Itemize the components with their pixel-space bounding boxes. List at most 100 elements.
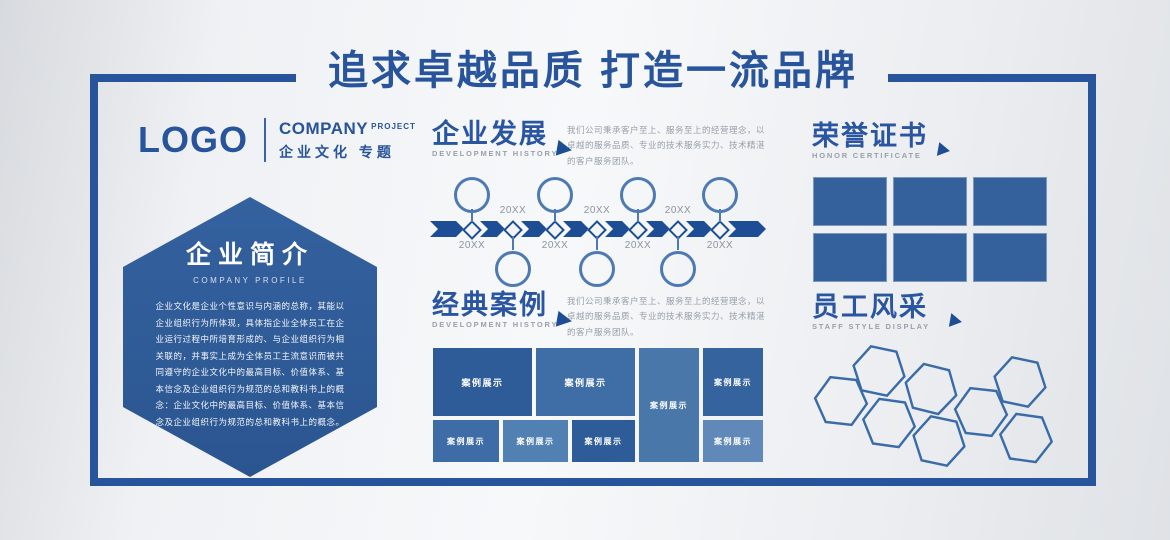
timeline-year-label: 20XX: [541, 240, 569, 251]
timeline-photo-circle: [579, 251, 615, 287]
timeline-arrow-segment: [646, 221, 670, 237]
staff-hexagon-cluster: [813, 344, 1054, 468]
profile-body-text: 企业文化是企业个性意识与内涵的总称，其能以企业组织行为所体现，具体指企业全体员工…: [155, 301, 345, 427]
banner-title: 追求卓越品质 打造一流品牌: [327, 49, 859, 93]
timeline-year-label: 20XX: [624, 240, 652, 251]
brand-project-en: PROJECT: [371, 121, 416, 131]
honor-section-heading: 荣誉证书 HONOR CERTIFICATE: [812, 121, 928, 161]
case-tile: 案例展示: [536, 348, 635, 416]
timeline-photo-circle: [620, 177, 656, 213]
arrow-right-icon: [936, 142, 952, 158]
timeline-photo-circle: [660, 251, 696, 287]
staff-hexagon-frame: [904, 362, 958, 416]
staff-hexagon-frame: [852, 344, 906, 398]
case-tile: 案例展示: [433, 420, 499, 462]
brand-divider: [264, 118, 266, 162]
timeline-arrow-segment: [430, 221, 464, 237]
honor-heading-cn: 荣誉证书: [812, 121, 928, 151]
cases-heading-cn: 经典案例: [432, 290, 548, 320]
brand-tagline-cn: 企业文化 专题: [279, 143, 395, 160]
certificate-placeholder: [973, 177, 1047, 226]
timeline-stem: [512, 236, 514, 250]
cases-heading-en: DEVELOPMENT HISTORY: [432, 320, 559, 330]
timeline-node-diamond: [462, 220, 482, 240]
timeline-arrow-segment: [480, 221, 505, 237]
timeline-stem: [637, 209, 639, 222]
development-heading-en: DEVELOPMENT HISTORY: [432, 149, 559, 159]
profile-heading: 企业简介: [185, 241, 314, 269]
development-description: 我们公司秉承客户至上、服务至上的经营理念，以卓越的服务品质、专业的技术服务实力、…: [567, 125, 766, 166]
staff-hexagon-frame: [912, 414, 966, 468]
timeline-photo-circle: [495, 251, 531, 287]
staff-hexagon-frame: [953, 386, 1009, 438]
cases-section-heading: 经典案例 DEVELOPMENT HISTORY: [432, 290, 559, 330]
case-tile-label: 案例展示: [650, 400, 688, 410]
timeline-year-label: 20XX: [499, 205, 527, 216]
arrow-right-icon: [948, 313, 964, 329]
timeline-arrow-segment: [521, 221, 547, 237]
timeline-year-label: 20XX: [458, 240, 486, 251]
timeline-stem: [719, 209, 721, 222]
timeline-photo-circle: [454, 177, 490, 213]
cases-description: 我们公司秉承客户至上、服务至上的经营理念，以卓越的服务品质、专业的技术服务实力、…: [567, 296, 766, 337]
case-tile-label: 案例展示: [447, 436, 485, 446]
timeline-node-diamond: [710, 220, 730, 240]
staff-hexagon-frame: [998, 412, 1054, 464]
timeline-stem: [596, 236, 598, 250]
development-section-heading: 企业发展 DEVELOPMENT HISTORY: [432, 120, 559, 159]
frame-border-right: [1088, 74, 1096, 486]
brand-company-en: COMPANY: [279, 118, 369, 138]
case-tile-label: 案例展示: [714, 436, 752, 446]
timeline-node-diamond: [628, 220, 648, 240]
timeline-year-label: 20XX: [583, 205, 611, 216]
case-tile-label: 案例展示: [461, 377, 504, 388]
staff-heading-en: STAFF STYLE DISPLAY: [812, 322, 930, 332]
certificate-placeholder: [813, 233, 887, 282]
certificate-grid: [813, 177, 1047, 282]
case-tile-label: 案例展示: [584, 436, 623, 446]
frame-border-top-left-segment: [90, 74, 296, 82]
certificate-placeholder: [893, 233, 967, 282]
case-display-grid: 案例展示案例展示案例展示案例展示案例展示案例展示案例展示案例展示: [433, 348, 763, 462]
staff-heading-cn: 员工风采: [812, 292, 928, 322]
case-tile: 案例展示: [703, 348, 763, 416]
case-tile-label: 案例展示: [516, 436, 555, 446]
case-tile: 案例展示: [503, 420, 568, 462]
timeline-arrow-segment: [686, 221, 712, 237]
logo-text: LOGO: [138, 119, 248, 160]
frame-border-left: [90, 74, 98, 486]
timeline-stem: [554, 209, 556, 222]
certificate-placeholder: [893, 177, 967, 226]
timeline-arrow-segment: [605, 221, 630, 237]
certificate-placeholder: [973, 233, 1047, 282]
timeline-year-label: 20XX: [664, 205, 692, 216]
case-tile: 案例展示: [433, 348, 532, 416]
certificate-placeholder: [813, 177, 887, 226]
development-timeline: 20XX 20XX 20XX 20XX 20XX 20XX 20XX: [430, 175, 766, 287]
case-tile: 案例展示: [572, 420, 635, 462]
staff-hexagon-frame: [993, 355, 1047, 409]
timeline-node-diamond: [545, 220, 565, 240]
timeline-photo-circle: [702, 177, 738, 213]
case-tile: 案例展示: [703, 420, 763, 462]
timeline-photo-circle: [537, 177, 573, 213]
staff-section-heading: 员工风采 STAFF STYLE DISPLAY: [812, 292, 930, 332]
frame-border-bottom: [90, 478, 1096, 486]
profile-subheading: COMPANY PROFILE: [193, 276, 307, 285]
staff-hexagon-frame: [861, 397, 917, 449]
frame-border-top-right-segment: [888, 74, 1096, 82]
timeline-stem: [471, 209, 473, 222]
case-tile-label: 案例展示: [564, 377, 607, 388]
timeline-year-label: 20XX: [706, 240, 734, 251]
timeline-arrow-segment: [728, 221, 766, 237]
staff-hexagon-frame: [813, 375, 869, 427]
company-profile-hexagon: 企业简介 COMPANY PROFILE 企业文化是企业个性意识与内涵的总称，其…: [123, 197, 377, 477]
timeline-arrow-segment: [563, 221, 589, 237]
timeline-stem: [677, 236, 679, 250]
honor-heading-en: HONOR CERTIFICATE: [812, 151, 922, 161]
case-tile: 案例展示: [639, 348, 699, 462]
case-tile-label: 案例展示: [714, 377, 752, 387]
